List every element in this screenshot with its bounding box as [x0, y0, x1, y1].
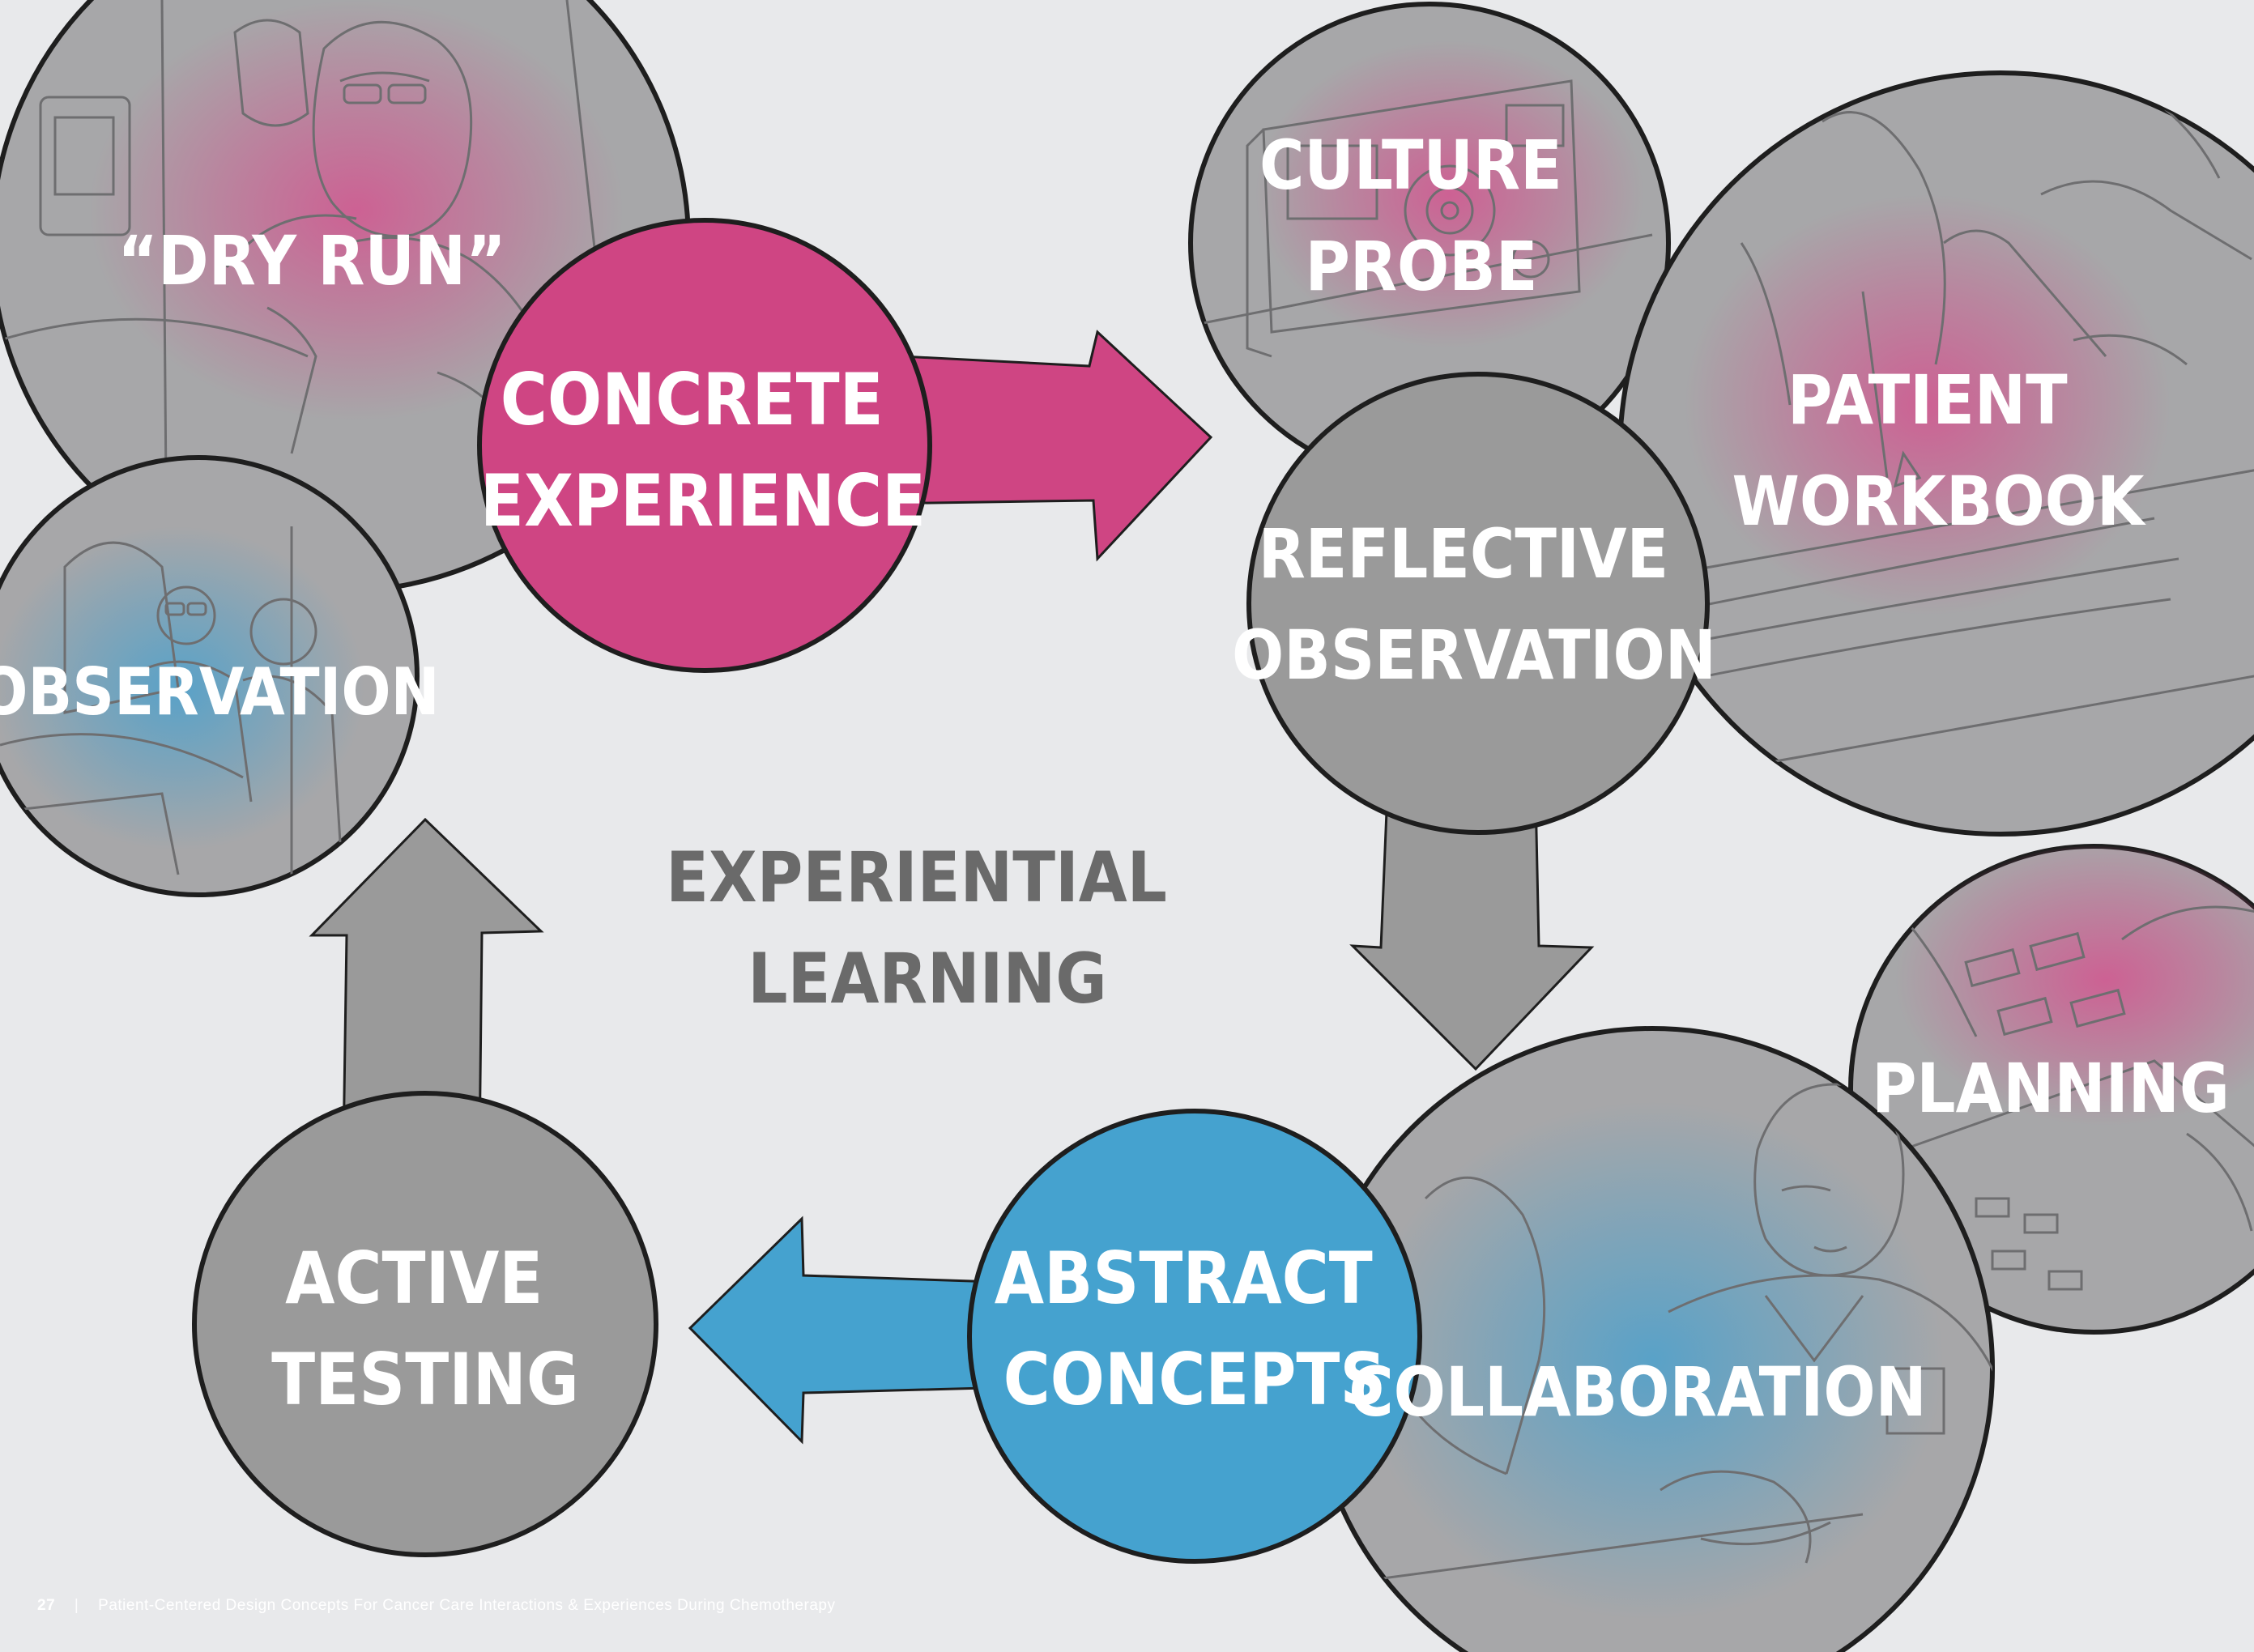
- dry-run-illustration: [0, 0, 624, 487]
- reflective-observation-label: REFLECTIVE OBSERVATION: [1232, 514, 1716, 695]
- observation-photo-circle: [0, 455, 420, 897]
- active-testing-label: ACTIVE TESTING: [271, 1237, 579, 1421]
- concrete-experience-label: CONCRETE EXPERIENCE: [480, 358, 926, 543]
- page-footer: 27 | Patient-Centered Design Concepts Fo…: [37, 1597, 835, 1615]
- collaboration-photo-circle: [1310, 1026, 1995, 1652]
- footer-text: Patient-Centered Design Concepts For Can…: [98, 1597, 836, 1614]
- observation-illustration: [0, 526, 364, 891]
- abstract-concepts-circle: [967, 1109, 1422, 1564]
- planning-illustration: [1877, 846, 2254, 1291]
- active-testing-circle: [192, 1091, 658, 1557]
- page-number: 27: [37, 1597, 56, 1614]
- observation-label: OBSERVATION: [0, 654, 440, 730]
- reflective-observation-circle: [1246, 372, 1710, 835]
- concrete-experience-circle: [477, 218, 932, 673]
- experiential-learning-title: EXPERIENTIAL LEARNING: [666, 837, 1189, 1020]
- footer-separator: |: [74, 1597, 79, 1614]
- culture-probe-illustration: [1198, 40, 1653, 358]
- dry-run-label: “DRY RUN”: [117, 221, 506, 300]
- culture-probe-label: CULTURE PROBE: [1259, 126, 1583, 306]
- collaboration-label: COLLABORATION: [1349, 1352, 1927, 1432]
- collaboration-illustration: [1361, 1083, 1992, 1652]
- patient-workbook-photo-circle: [1617, 70, 2254, 837]
- patient-workbook-label: PATIENT WORKBOOK: [1732, 360, 2145, 541]
- abstract-concepts-label: ABSTRACT CONCEPTS: [995, 1237, 1395, 1421]
- planning-label: PLANNING: [1872, 1049, 2230, 1128]
